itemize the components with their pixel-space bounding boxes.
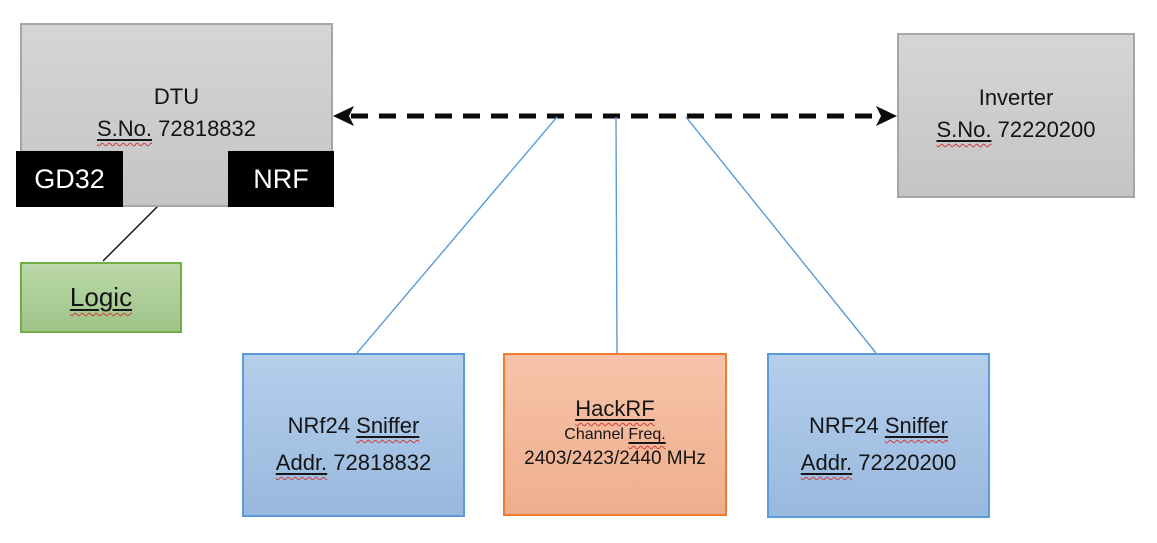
gd32-label: GD32: [34, 163, 105, 194]
logic-label: Logic: [69, 282, 133, 312]
connector-line-left-sniffer: [356, 116, 558, 354]
hackrf-frequencies: 2403/2423/2440 MHz: [524, 448, 706, 469]
dtu-label: DTU S.No. 72818832: [22, 81, 331, 145]
nrf24-sniffer-right-box: NRF24 Sniffer Addr. 72220200: [767, 353, 990, 518]
inverter-serial-value: 72220200: [997, 117, 1096, 142]
logic-box: Logic: [20, 262, 182, 333]
inverter-title: Inverter: [978, 85, 1054, 110]
sniffer-right-name: NRF24: [809, 413, 879, 438]
nrf24-sniffer-left-box: NRf24 Sniffer Addr. 72818832: [242, 353, 465, 517]
sniffer-right-type: Sniffer: [884, 413, 948, 438]
sniffer-right-addr-value: 72220200: [858, 450, 957, 475]
nrf24-sniffer-left-label: NRf24 Sniffer Addr. 72818832: [244, 407, 463, 481]
hackrf-box: HackRF Channel Freq. 2403/2423/2440 MHz: [503, 353, 727, 516]
dtu-serial-label: S.No.: [96, 116, 152, 141]
sniffer-left-addr-value: 72818832: [333, 450, 432, 475]
rf-link-arrowhead-left: [333, 106, 354, 126]
sniffer-left-name: NRf24: [287, 413, 351, 438]
hackrf-freq-word: Freq.: [628, 426, 666, 443]
nrf24-sniffer-right-label: NRF24 Sniffer Addr. 72220200: [769, 407, 988, 481]
sniffer-left-addr-label: Addr.: [275, 450, 328, 475]
inverter-serial-label: S.No.: [936, 117, 992, 142]
sniffer-right-addr-label: Addr.: [800, 450, 853, 475]
nrf-label: NRF: [253, 163, 309, 194]
dtu-title: DTU: [153, 84, 200, 109]
sniffer-left-type: Sniffer: [356, 413, 420, 438]
hackrf-title: HackRF: [575, 396, 655, 421]
gd32-chip: GD32: [16, 151, 123, 207]
rf-link-arrowhead-right: [876, 106, 897, 126]
inverter-label: Inverter S.No. 72220200: [899, 82, 1133, 146]
connector-line-hackrf: [615, 116, 618, 354]
dtu-serial: S.No. 72818832: [22, 113, 331, 145]
dtu-serial-value: 72818832: [158, 116, 257, 141]
hackrf-label: HackRF Channel Freq. 2403/2423/2440 MHz: [505, 394, 725, 472]
nrf-chip: NRF: [228, 151, 334, 207]
hackrf-channel-word: Channel: [564, 426, 624, 443]
connector-line-right-sniffer: [685, 116, 877, 354]
inverter-serial: S.No. 72220200: [899, 114, 1133, 146]
inverter-box: Inverter S.No. 72220200: [897, 33, 1135, 198]
